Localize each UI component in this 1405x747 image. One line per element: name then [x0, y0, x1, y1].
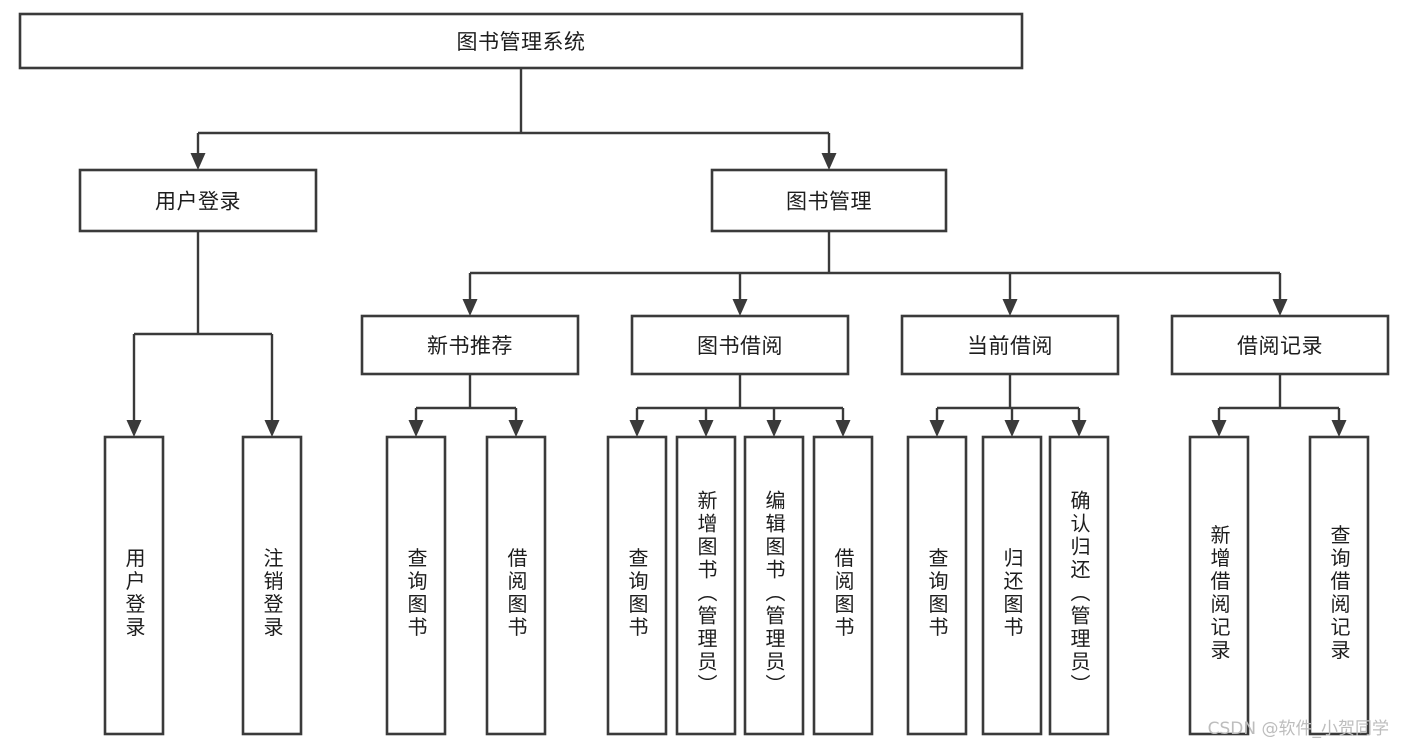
arrow-head-icon — [698, 420, 714, 437]
node-layer: 图书管理系统用户登录图书管理新书推荐图书借阅当前借阅借阅记录用户登录注销登录查询… — [18, 12, 1390, 736]
node-label: 借阅图书 — [504, 547, 528, 639]
node-box — [385, 435, 447, 736]
node-box — [78, 168, 318, 233]
node-box — [485, 435, 547, 736]
node-box — [900, 314, 1120, 376]
node-box — [981, 435, 1043, 736]
node-label: 查询图书 — [625, 547, 649, 639]
node-box — [812, 435, 874, 736]
node-level2-图书管理-1[interactable]: 图书管理 — [710, 168, 948, 233]
node-label: 确认归还（管理员） — [1067, 490, 1091, 697]
arrow-head-icon — [508, 420, 524, 437]
node-leaf-新增借阅记录-11[interactable]: 新增借阅记录 — [1188, 435, 1250, 736]
node-level3-借阅记录-3[interactable]: 借阅记录 — [1170, 314, 1390, 376]
node-level2-用户登录-0[interactable]: 用户登录 — [78, 168, 318, 233]
node-level3-图书借阅-1[interactable]: 图书借阅 — [630, 314, 850, 376]
node-label: 注销登录 — [260, 547, 284, 639]
node-label: 用户登录 — [122, 548, 146, 640]
node-box — [710, 168, 948, 233]
node-level3-新书推荐-0[interactable]: 新书推荐 — [360, 314, 580, 376]
node-label: 图书借阅 — [697, 334, 783, 358]
arrow-head-icon — [462, 299, 478, 316]
node-box — [1170, 314, 1390, 376]
node-leaf-查询图书-8[interactable]: 查询图书 — [906, 435, 968, 736]
arrow-head-icon — [190, 153, 206, 170]
node-label: 新增借阅记录 — [1207, 524, 1231, 662]
arrow-head-icon — [1002, 299, 1018, 316]
node-label: 编辑图书（管理员） — [762, 490, 786, 697]
node-box — [906, 435, 968, 736]
node-label: 借阅图书 — [831, 547, 855, 639]
node-label: 当前借阅 — [967, 334, 1053, 358]
node-label: 查询图书 — [925, 547, 949, 639]
node-box — [630, 314, 850, 376]
node-leaf-注销登录-1[interactable]: 注销登录 — [241, 435, 303, 736]
node-leaf-归还图书-9[interactable]: 归还图书 — [981, 435, 1043, 736]
watermark-label: CSDN @软件_小贺同学 — [1207, 719, 1389, 739]
connector-layer — [126, 68, 1347, 437]
node-label: 借阅记录 — [1237, 334, 1323, 358]
node-label: 归还图书 — [1000, 547, 1024, 639]
node-box — [1308, 435, 1370, 736]
arrow-head-icon — [126, 420, 142, 437]
node-box — [606, 435, 668, 736]
node-box — [675, 435, 737, 736]
arrow-head-icon — [264, 420, 280, 437]
node-level3-当前借阅-2[interactable]: 当前借阅 — [900, 314, 1120, 376]
node-label: 用户登录 — [155, 190, 241, 214]
node-label: 新书推荐 — [427, 334, 513, 358]
arrow-head-icon — [766, 420, 782, 437]
node-label: 图书管理系统 — [457, 30, 586, 54]
node-leaf-查询图书-4[interactable]: 查询图书 — [606, 435, 668, 736]
node-box — [103, 435, 165, 736]
arrow-head-icon — [1004, 420, 1020, 437]
node-box — [1048, 435, 1110, 736]
arrow-head-icon — [1331, 420, 1347, 437]
arrow-head-icon — [732, 299, 748, 316]
node-leaf-借阅图书-7[interactable]: 借阅图书 — [812, 435, 874, 736]
arrow-head-icon — [629, 420, 645, 437]
node-leaf-借阅图书-3[interactable]: 借阅图书 — [485, 435, 547, 736]
node-box — [241, 435, 303, 736]
node-box — [360, 314, 580, 376]
node-box — [743, 435, 805, 736]
node-leaf-确认归还管理员-10[interactable]: 确认归还（管理员） — [1048, 435, 1110, 736]
node-leaf-查询借阅记录-12[interactable]: 查询借阅记录 — [1308, 435, 1370, 736]
arrow-head-icon — [1071, 420, 1087, 437]
node-leaf-查询图书-2[interactable]: 查询图书 — [385, 435, 447, 736]
node-label: 新增图书（管理员） — [694, 490, 718, 697]
arrow-head-icon — [1211, 420, 1227, 437]
node-label: 图书管理 — [786, 190, 872, 214]
node-label: 查询借阅记录 — [1327, 524, 1351, 662]
arrow-head-icon — [1272, 299, 1288, 316]
arrow-head-icon — [835, 420, 851, 437]
node-leaf-编辑图书管理员-6[interactable]: 编辑图书（管理员） — [743, 435, 805, 736]
node-leaf-用户登录-0[interactable]: 用户登录 — [103, 435, 165, 736]
node-box — [18, 12, 1024, 70]
arrow-head-icon — [408, 420, 424, 437]
node-root-图书管理系统-0[interactable]: 图书管理系统 — [18, 12, 1024, 70]
node-label: 查询图书 — [404, 547, 428, 639]
node-box — [1188, 435, 1250, 736]
arrow-head-icon — [929, 420, 945, 437]
node-leaf-新增图书管理员-5[interactable]: 新增图书（管理员） — [675, 435, 737, 736]
arrow-head-icon — [821, 153, 837, 170]
